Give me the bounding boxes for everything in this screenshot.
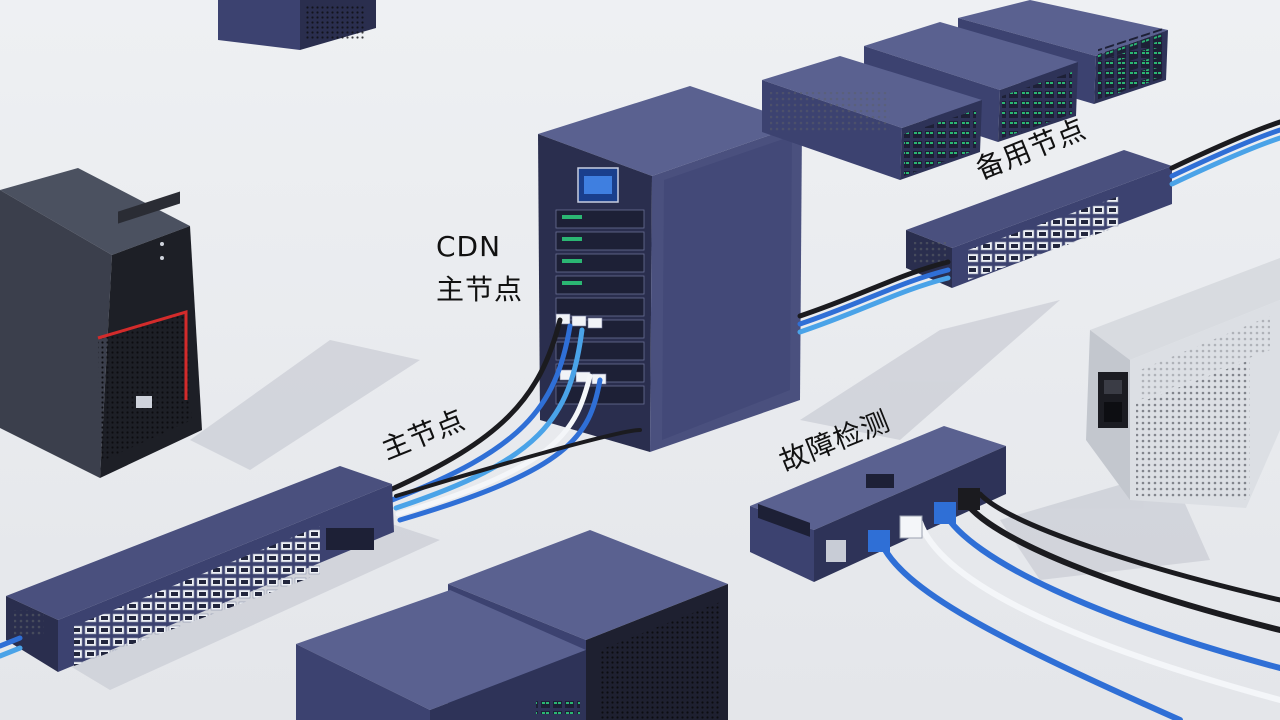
cables-primary [387, 317, 642, 523]
green-port-panels [904, 40, 1162, 176]
cdn-main-node-label-line2: 主节点 [436, 273, 524, 306]
cables-fault [868, 488, 1280, 720]
bottom-servers [296, 530, 728, 720]
cables-left-edge [0, 635, 23, 659]
cdn-main-rack [538, 86, 802, 452]
cdn-main-node-label-line1: CDN [436, 230, 502, 263]
tower-pc [0, 168, 202, 478]
backup-switch-stack [762, 0, 1168, 180]
fault-detection-device [750, 426, 1006, 582]
small-server-top [218, 0, 376, 50]
cables-backup [797, 119, 1280, 335]
power-supply-unit [1086, 258, 1280, 508]
primary-switch [6, 466, 394, 672]
